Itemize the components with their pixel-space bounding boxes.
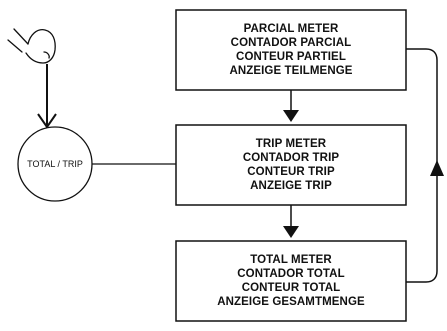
arrow-partial-to-trip bbox=[283, 90, 299, 122]
arrow-trip-to-total bbox=[283, 205, 299, 238]
total-meter-line-de: ANZEIGE GESAMTMENGE bbox=[217, 296, 365, 308]
total-meter-text: TOTAL METER CONTADOR TOTAL CONTEUR TOTAL… bbox=[176, 241, 406, 321]
loop-arrow-up-icon bbox=[406, 48, 444, 283]
partial-meter-box bbox=[175, 9, 407, 91]
partial-meter-line-es: CONTADOR PARCIAL bbox=[230, 37, 352, 49]
total-meter-box bbox=[175, 240, 407, 322]
total-trip-button-label: TOTAL / TRIP bbox=[27, 159, 83, 169]
total-meter-line-fr: CONTEUR TOTAL bbox=[241, 282, 341, 294]
trip-meter-line-en: TRIP METER bbox=[255, 138, 327, 150]
partial-meter-line-fr: CONTEUR PARTIEL bbox=[236, 51, 346, 63]
total-meter-line-es: CONTADOR TOTAL bbox=[237, 268, 345, 280]
arrow-down-icon bbox=[37, 64, 57, 129]
trip-meter-line-de: ANZEIGE TRIP bbox=[250, 180, 332, 192]
partial-meter-line-en: PARCIAL METER bbox=[243, 23, 339, 35]
partial-meter-text: PARCIAL METER CONTADOR PARCIAL CONTEUR P… bbox=[176, 10, 406, 90]
total-meter-line-en: TOTAL METER bbox=[250, 254, 332, 266]
trip-meter-box bbox=[175, 124, 407, 206]
partial-meter-line-de: ANZEIGE TEILMENGE bbox=[229, 65, 353, 77]
trip-meter-line-es: CONTADOR TRIP bbox=[242, 152, 340, 164]
finger-press-icon bbox=[7, 28, 56, 64]
trip-meter-text: TRIP METER CONTADOR TRIP CONTEUR TRIP AN… bbox=[176, 125, 406, 205]
trip-meter-line-fr: CONTEUR TRIP bbox=[247, 166, 335, 178]
